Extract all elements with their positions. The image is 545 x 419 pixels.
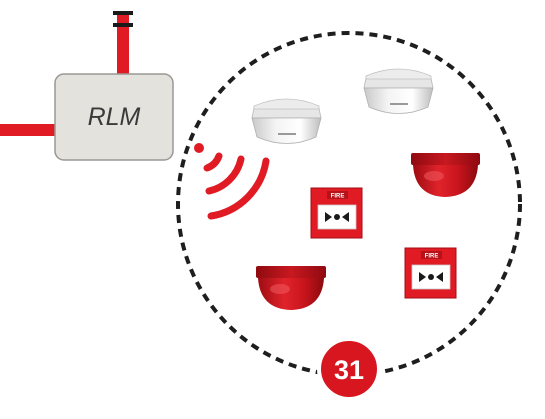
- manual-call-point-icon: FIRE: [404, 247, 457, 299]
- smoke-detector-icon: [251, 98, 322, 144]
- sounder-icon: [411, 153, 480, 197]
- cable-vertical: [113, 11, 133, 76]
- manual-call-point-icon: FIRE: [310, 187, 363, 239]
- sounder-icon: [256, 266, 326, 310]
- rlm-module: RLM: [54, 73, 174, 161]
- cable-horizontal: [0, 124, 58, 136]
- call-point-label: FIRE: [331, 194, 345, 200]
- loop-count-badge: 31: [317, 337, 381, 401]
- wireless-signal-icon: [194, 143, 270, 220]
- call-point-label: FIRE: [425, 254, 439, 260]
- loop-count-label: 31: [334, 355, 364, 385]
- rlm-label: RLM: [88, 103, 141, 131]
- smoke-detector-icon: [363, 68, 434, 114]
